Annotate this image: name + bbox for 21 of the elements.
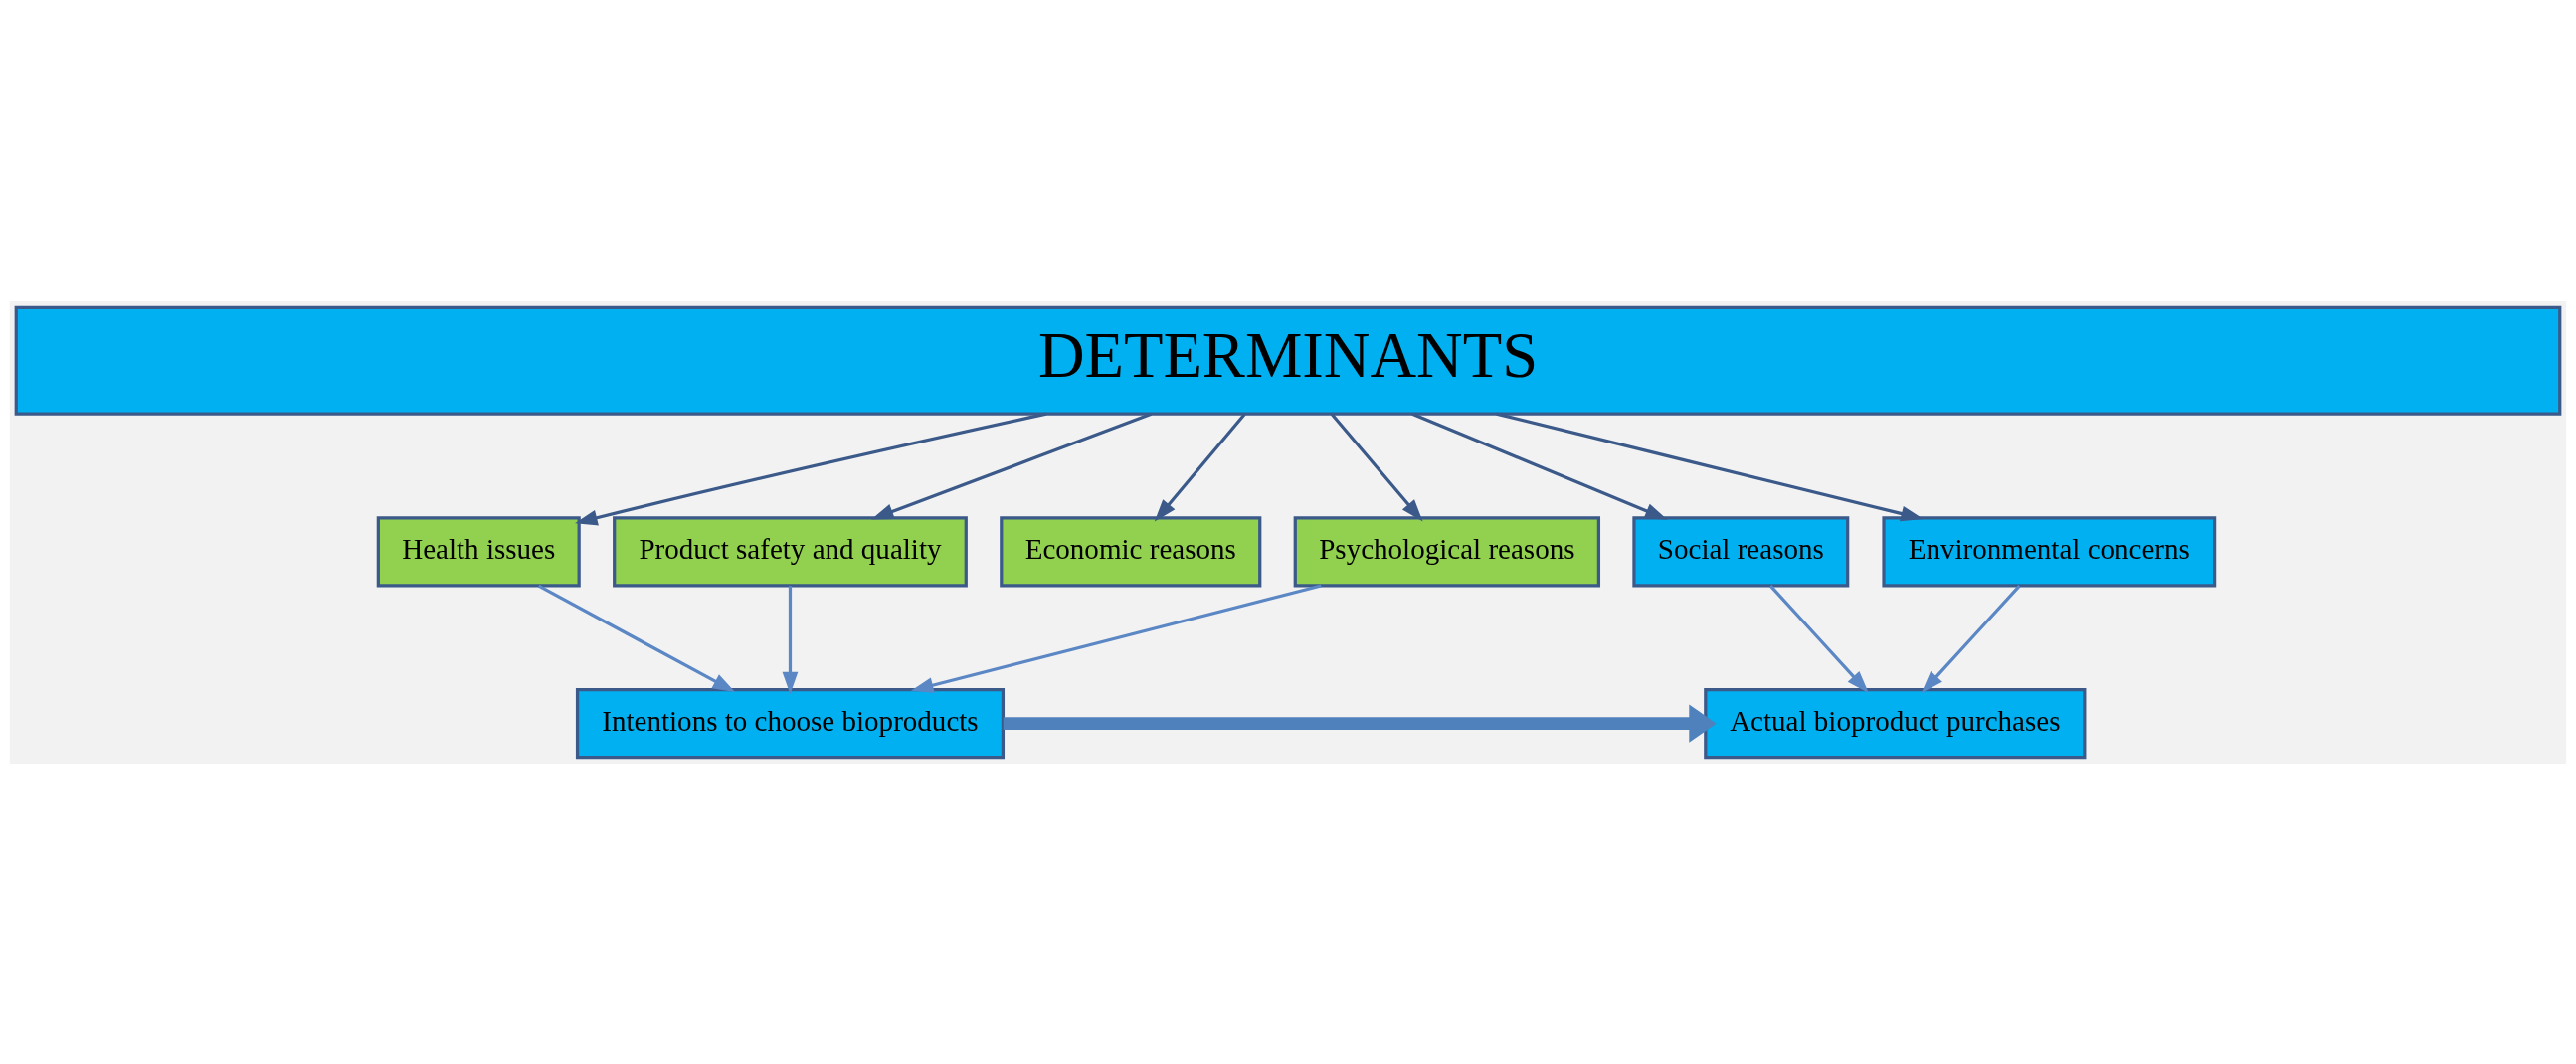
arrow <box>910 583 1322 693</box>
arrow <box>1921 584 2021 693</box>
arrow <box>1411 412 1668 520</box>
node-box: Actual bioproduct purchases <box>1704 687 2087 759</box>
arrow <box>870 412 1153 519</box>
node-box: DETERMINANTS <box>14 305 2562 416</box>
arrow <box>1769 584 1869 693</box>
node-box: Psychological reasons <box>1293 515 1601 587</box>
node-box: Environmental concerns <box>1882 515 2217 587</box>
arrow <box>782 585 799 694</box>
node-box: Health issues <box>376 515 581 587</box>
node-box: Social reasons <box>1632 515 1850 587</box>
node-box: Economic reasons <box>1000 515 1262 587</box>
arrow <box>1154 412 1246 522</box>
arrow <box>1003 703 1717 743</box>
arrow <box>575 412 1047 525</box>
node-box: Intentions to choose bioproducts <box>575 687 1006 759</box>
node-box: Product safety and quality <box>613 515 968 587</box>
arrow <box>1496 412 1924 521</box>
arrow <box>1330 412 1423 522</box>
arrow <box>537 584 736 692</box>
